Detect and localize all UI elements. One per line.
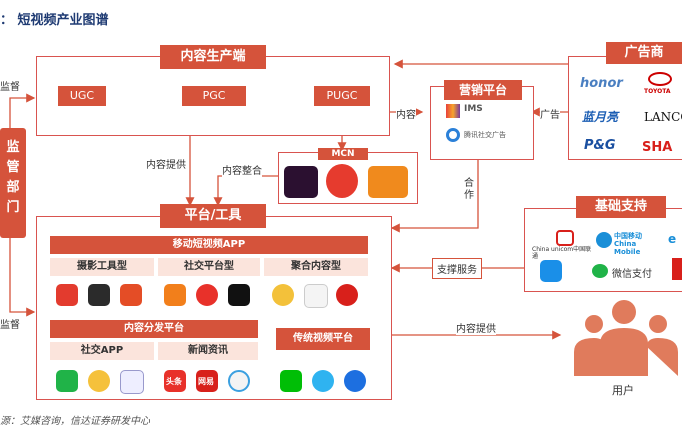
arrow-supervise-top xyxy=(9,93,36,128)
app-icon-monkey xyxy=(56,284,78,306)
mcn-orange-icon xyxy=(368,166,408,198)
pgc-node: PGC xyxy=(182,86,246,106)
distribution-band: 内容分发平台 xyxy=(50,320,258,338)
label-content-supply-1: 内容提供 xyxy=(146,156,186,171)
weibo-icon xyxy=(88,370,110,392)
brand-netease: 网易 xyxy=(198,377,214,386)
source-note: 源：艾媒咨询，信达证券研发中心 xyxy=(0,416,150,427)
toyota-icon xyxy=(648,72,672,86)
social-app-header: 社交APP xyxy=(50,342,154,360)
app-icon-triangle xyxy=(304,284,328,308)
label-ads: 广告 xyxy=(540,106,560,121)
fengyue-icon xyxy=(326,164,358,198)
china-mobile-icon xyxy=(596,232,612,248)
news-header: 新闻资讯 xyxy=(158,342,258,360)
app-icon-yellow-circle xyxy=(272,284,294,306)
unionpay-icon xyxy=(672,258,682,280)
label-supervise-top: 监督 xyxy=(0,78,20,93)
ims-icon xyxy=(446,104,460,118)
app-icon-douyin xyxy=(228,284,250,306)
app-icon-red-round xyxy=(336,284,358,306)
brand-ims: IMS xyxy=(464,104,483,114)
content-production-header: 内容生产端 xyxy=(160,45,266,69)
aggregate-header: 聚合内容型 xyxy=(264,258,368,276)
traditional-video-band: 传统视频平台 xyxy=(276,328,370,350)
fengxing-icon xyxy=(228,370,250,392)
advertisers-header: 广告商 xyxy=(606,42,682,64)
label-content-integration: 内容整合 xyxy=(222,162,262,177)
brand-pg: P&G xyxy=(584,138,616,153)
telecom-icon: e xyxy=(668,232,677,246)
brand-china-mobile: 中国移动 China Mobile xyxy=(614,232,642,256)
brand-toutiao: 头条 xyxy=(166,377,182,386)
brand-unicom: China unicom中国联通 xyxy=(532,246,592,260)
label-content-supply-2: 内容提供 xyxy=(456,320,496,335)
marketing-header: 营销平台 xyxy=(444,80,522,100)
youku-icon xyxy=(344,370,366,392)
label-supervise-bottom: 监督 xyxy=(0,316,20,331)
alipay-icon xyxy=(540,260,562,282)
label-content-marketing: 内容 xyxy=(396,106,416,121)
arrow-supervise-bottom xyxy=(9,238,36,317)
page-title: ： 短视频产业图谱 xyxy=(0,13,109,28)
papi-icon xyxy=(284,166,318,198)
arrow-content-integration xyxy=(213,175,278,207)
brand-toyota: TOYOTA xyxy=(644,88,671,95)
mobile-app-band: 移动短视频APP xyxy=(50,236,368,254)
user-icon xyxy=(574,300,678,376)
infrastructure-header: 基础支持 xyxy=(576,196,666,218)
user-label: 用户 xyxy=(612,382,634,398)
wechat-pay-icon xyxy=(592,264,608,278)
regulator-node: 监 管 部 门 xyxy=(0,128,26,238)
toutiao-icon xyxy=(164,370,186,392)
social-platform-header: 社交平台型 xyxy=(158,258,260,276)
brand-sharp: SHA xyxy=(642,140,673,155)
unicom-icon xyxy=(556,230,574,246)
ugc-node: UGC xyxy=(58,86,106,106)
brand-honor: honor xyxy=(580,76,623,91)
app-icon-kuaishou xyxy=(164,284,186,306)
label-support-service: 支撑服务 xyxy=(432,258,482,279)
qq-icon xyxy=(120,370,144,394)
tencent-video-icon xyxy=(312,370,334,392)
platform-header: 平台/工具 xyxy=(160,204,266,228)
brand-wechat-pay: 微信支付 xyxy=(612,269,652,280)
brand-bluemoon: 蓝月亮 xyxy=(582,110,619,124)
brand-lancome: LANCO xyxy=(644,110,682,124)
app-icon-dark-video xyxy=(88,284,110,306)
mcn-header: MCN xyxy=(318,148,368,160)
label-cooperation: 合 作 xyxy=(464,178,474,202)
pugc-node: PUGC xyxy=(314,86,370,106)
wechat-icon xyxy=(56,370,78,392)
brand-tencent-ads: 腾讯社交广告 xyxy=(464,131,506,139)
iqiyi-icon xyxy=(280,370,302,392)
netease-icon xyxy=(196,370,218,392)
tencent-ads-icon xyxy=(446,128,460,142)
photo-tools-header: 摄影工具型 xyxy=(50,258,154,276)
arrow-cooperation xyxy=(390,160,479,233)
app-icon-red-play xyxy=(196,284,218,306)
app-icon-film xyxy=(120,284,142,306)
